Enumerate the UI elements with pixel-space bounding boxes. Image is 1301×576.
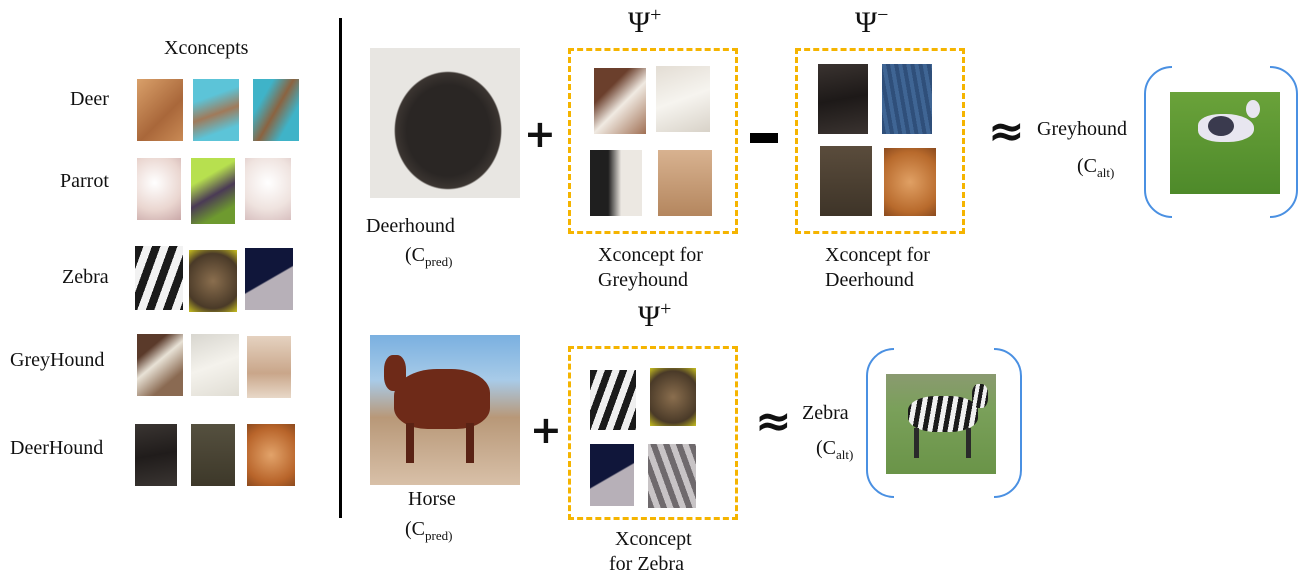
row-label-deerhound: DeerHound [10, 437, 104, 459]
plus-operator-2: + [530, 408, 562, 452]
patch-r1-plus-2 [656, 66, 710, 132]
greyhound-output-image [1170, 92, 1280, 194]
psi-plus-label-1: Ψ+ [628, 4, 662, 39]
deerhound-input-image [370, 48, 520, 198]
horse-input-label: Horse [408, 488, 456, 510]
xconcept-caption-greyhound-1: Xconcept for [598, 244, 703, 266]
patch-deerhound-3 [247, 424, 295, 486]
patch-r2-plus-1 [590, 370, 636, 430]
plus-operator-1: + [524, 112, 556, 156]
zebra-figure [908, 396, 978, 432]
patch-r1-minus-2 [882, 64, 932, 134]
xconcept-caption-deerhound-1: Xconcept for [825, 244, 930, 266]
row-label-deer: Deer [70, 88, 109, 110]
patch-zebra-3 [245, 248, 293, 310]
xconcepts-title: Xconcepts [164, 37, 249, 59]
xconcept-caption-zebra-2: for Zebra [609, 553, 684, 575]
deerhound-input-label: Deerhound [366, 215, 455, 237]
patch-greyhound-2 [191, 334, 239, 396]
patch-r1-plus-4 [658, 150, 712, 216]
horse-input-image [370, 335, 520, 485]
c-pred-2: (Cpred) [405, 518, 453, 543]
row-label-greyhound: GreyHound [10, 349, 105, 371]
patch-greyhound-1 [137, 334, 183, 396]
patch-r2-plus-3 [590, 444, 634, 506]
patch-r1-plus-1 [594, 68, 646, 134]
patch-deerhound-2 [191, 424, 235, 486]
psi-plus-label-2: Ψ+ [638, 298, 672, 333]
patch-deer-3 [253, 79, 299, 141]
patch-parrot-1 [137, 158, 181, 220]
greyhound-alt-label: Greyhound [1037, 118, 1127, 140]
patch-r1-minus-3 [820, 146, 872, 216]
patch-r1-minus-4 [884, 148, 936, 216]
patch-zebra-2 [189, 250, 237, 312]
row-label-parrot: Parrot [60, 170, 109, 192]
patch-parrot-3 [245, 158, 291, 220]
c-pred-1: (Cpred) [405, 244, 453, 269]
patch-deer-2 [193, 79, 239, 141]
vertical-divider [339, 18, 342, 518]
patch-r2-plus-2 [650, 368, 696, 426]
approx-operator-2: ≈ [755, 396, 792, 447]
zebra-output-image [886, 374, 996, 474]
c-alt-1: (Calt) [1077, 155, 1115, 180]
patch-deerhound-1 [135, 424, 177, 486]
minus-operator [750, 133, 778, 143]
patch-zebra-1 [135, 246, 183, 310]
xconcept-caption-deerhound-2: Deerhound [825, 269, 914, 291]
xconcept-plus-box-1 [568, 48, 738, 234]
psi-minus-label: Ψ− [855, 4, 889, 39]
horse-figure [394, 369, 490, 429]
patch-deer-1 [137, 79, 183, 141]
patch-r1-plus-3 [590, 150, 642, 216]
patch-parrot-2 [191, 158, 235, 224]
approx-operator-1: ≈ [988, 106, 1025, 157]
xconcept-plus-box-2 [568, 346, 738, 520]
patch-r1-minus-1 [818, 64, 868, 134]
patch-r2-plus-4 [648, 444, 696, 508]
patch-greyhound-3 [247, 336, 291, 398]
c-alt-2: (Calt) [816, 437, 854, 462]
row-label-zebra: Zebra [62, 266, 109, 288]
xconcept-caption-greyhound-2: Greyhound [598, 269, 688, 291]
xconcept-caption-zebra-1: Xconcept [615, 528, 692, 550]
zebra-alt-label: Zebra [802, 402, 849, 424]
xconcept-minus-box [795, 48, 965, 234]
